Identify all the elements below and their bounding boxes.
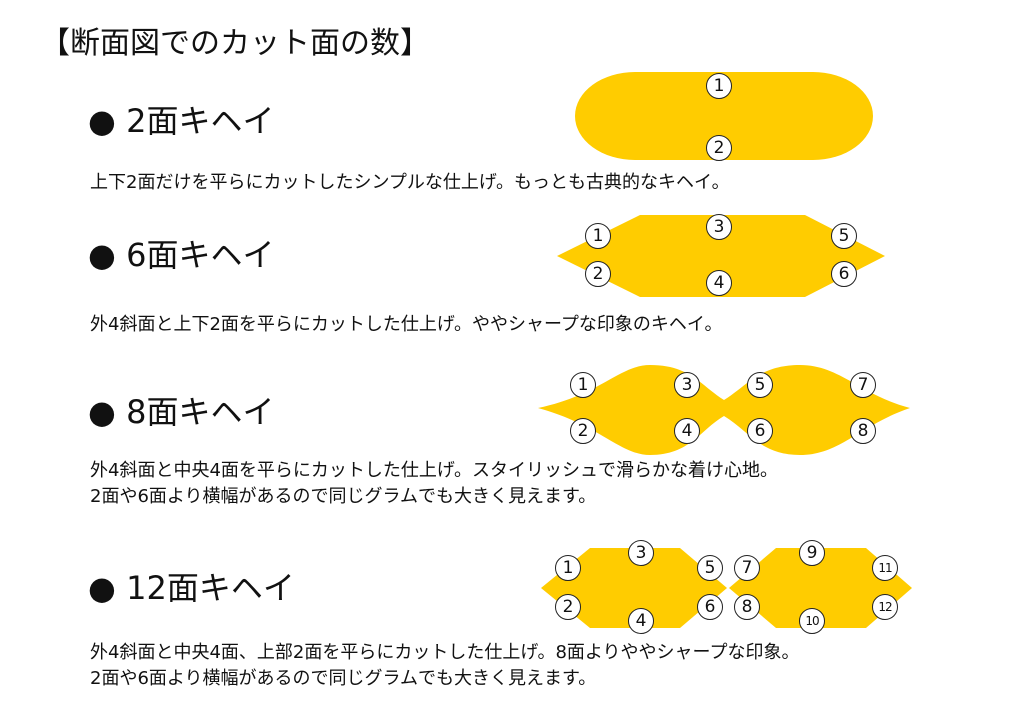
face-label: 2: [585, 261, 611, 287]
desc-12-face-2: 2面や6面より横幅があるので同じグラムでも大きく見えます。: [90, 668, 597, 689]
face-label: 5: [697, 555, 723, 581]
face-label: 6: [747, 418, 773, 444]
heading-6-face: ● 6面キヘイ: [88, 236, 275, 274]
face-label: 11: [872, 555, 898, 581]
desc-8-face-2: 2面や6面より横幅があるので同じグラムでも大きく見えます。: [90, 486, 597, 507]
heading-12-face: ● 12面キヘイ: [88, 569, 295, 607]
face-label: 9: [799, 540, 825, 566]
face-label: 7: [734, 555, 760, 581]
shape-8-face: [538, 365, 910, 455]
shape-6-face: [557, 215, 885, 297]
face-label: 2: [570, 418, 596, 444]
desc-2-face: 上下2面だけを平らにカットしたシンプルな仕上げ。もっとも古典的なキヘイ。: [90, 172, 730, 193]
shape-2-face: [575, 72, 873, 160]
face-label: 1: [585, 223, 611, 249]
face-label: 2: [706, 135, 732, 161]
face-label: 1: [555, 555, 581, 581]
face-label: 3: [706, 214, 732, 240]
desc-6-face: 外4斜面と上下2面を平らにカットした仕上げ。ややシャープな印象のキヘイ。: [90, 314, 723, 335]
desc-8-face-1: 外4斜面と中央4面を平らにカットした仕上げ。スタイリッシュで滑らかな着け心地。: [90, 460, 779, 481]
face-label: 5: [747, 372, 773, 398]
heading-2-face: ● 2面キヘイ: [88, 102, 275, 140]
face-label: 4: [674, 418, 700, 444]
heading-8-face: ● 8面キヘイ: [88, 393, 275, 431]
face-label: 3: [628, 540, 654, 566]
face-label: 8: [850, 418, 876, 444]
face-label: 3: [674, 372, 700, 398]
face-label: 2: [555, 594, 581, 620]
face-label: 6: [831, 261, 857, 287]
face-label: 7: [850, 372, 876, 398]
face-label: 8: [734, 594, 760, 620]
face-label: 1: [570, 372, 596, 398]
face-label: 1: [706, 73, 732, 99]
face-label: 10: [799, 608, 825, 634]
shape-12-face-right: [729, 548, 912, 628]
face-label: 6: [697, 594, 723, 620]
face-label: 5: [831, 223, 857, 249]
face-label: 4: [628, 608, 654, 634]
page-title: 【断面図でのカット面の数】: [40, 26, 430, 61]
desc-12-face-1: 外4斜面と中央4面、上部2面を平らにカットした仕上げ。8面よりややシャープな印象…: [90, 642, 800, 663]
face-label: 4: [706, 270, 732, 296]
shape-12-face-left: [541, 548, 727, 628]
face-label: 12: [872, 594, 898, 620]
